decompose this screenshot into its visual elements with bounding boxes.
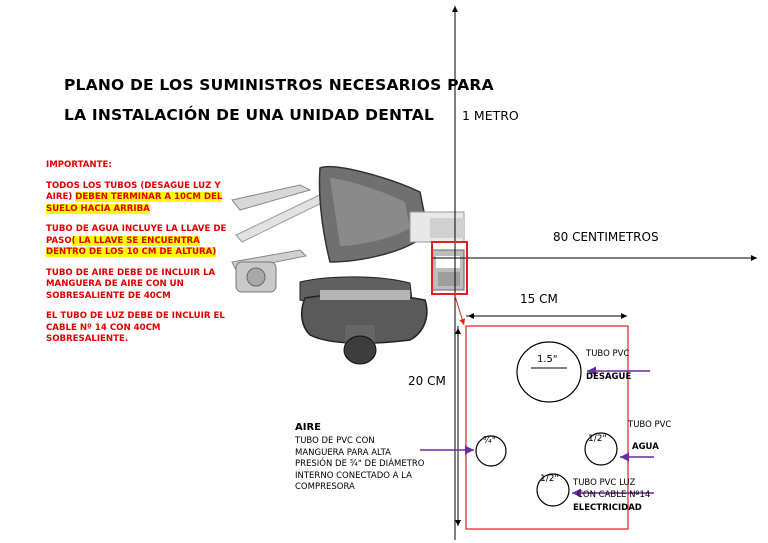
note-power: EL TUBO DE LUZ DEBE DE INCLUIR EL CABLE …: [46, 311, 225, 344]
horizontal-dimension-label: 80 CENTIMETROS: [553, 230, 659, 244]
dental-chair-illustration: [231, 166, 465, 365]
air-description: TUBO DE PVC CON MANGUERA PARA ALTA PRESI…: [295, 436, 425, 492]
power-pipe-circle: [536, 473, 570, 507]
air-title: AIRE: [295, 422, 321, 433]
page-title-line1: PLANO DE LOS SUMINISTROS NECESARIOS PARA: [64, 76, 494, 94]
power-cable-label: CON CABLE Nº14: [577, 490, 651, 500]
power-size-label: 1/2": [540, 474, 559, 484]
drain-pipe-circle: [516, 341, 582, 403]
drain-pipe-type: TUBO PVC: [586, 349, 630, 359]
drain-label: DESAGUE: [586, 372, 632, 382]
box-height-label: 20 CM: [408, 374, 446, 388]
note-water: TUBO DE AGUA INCLUYE LA LLAVE DE PASO( L…: [46, 224, 227, 257]
connection-highlight-box: [431, 241, 468, 295]
vertical-dimension-label: 1 METRO: [462, 108, 519, 123]
air-pipe-circle: [475, 435, 507, 467]
power-label: ELECTRICIDAD: [573, 503, 642, 513]
note-air: TUBO DE AIRE DEBE DE INCLUIR LA MANGUERA…: [46, 267, 216, 301]
box-width-label: 15 CM: [520, 292, 558, 306]
drain-size-label: 1.5": [537, 354, 558, 365]
air-size-label: ¾": [483, 436, 496, 446]
water-pipe-type: TUBO PVC: [628, 420, 672, 430]
note-tubes: TODOS LOS TUBOS (DESAGUE LUZ Y AIRE) DEB…: [46, 180, 223, 214]
important-notes: IMPORTANTE: TODOS LOS TUBOS (DESAGUE LUZ…: [46, 160, 236, 355]
water-label: AGUA: [632, 442, 659, 452]
supply-detail-box: [465, 325, 629, 530]
page-title-line2: LA INSTALACIÓN DE UNA UNIDAD DENTAL: [64, 106, 435, 124]
power-pipe-type: TUBO PVC LUZ: [573, 478, 636, 488]
notes-heading: IMPORTANTE:: [46, 160, 112, 170]
water-pipe-circle: [584, 432, 618, 466]
zoom-pointer: [454, 295, 466, 326]
water-size-label: 1/2": [588, 434, 607, 444]
